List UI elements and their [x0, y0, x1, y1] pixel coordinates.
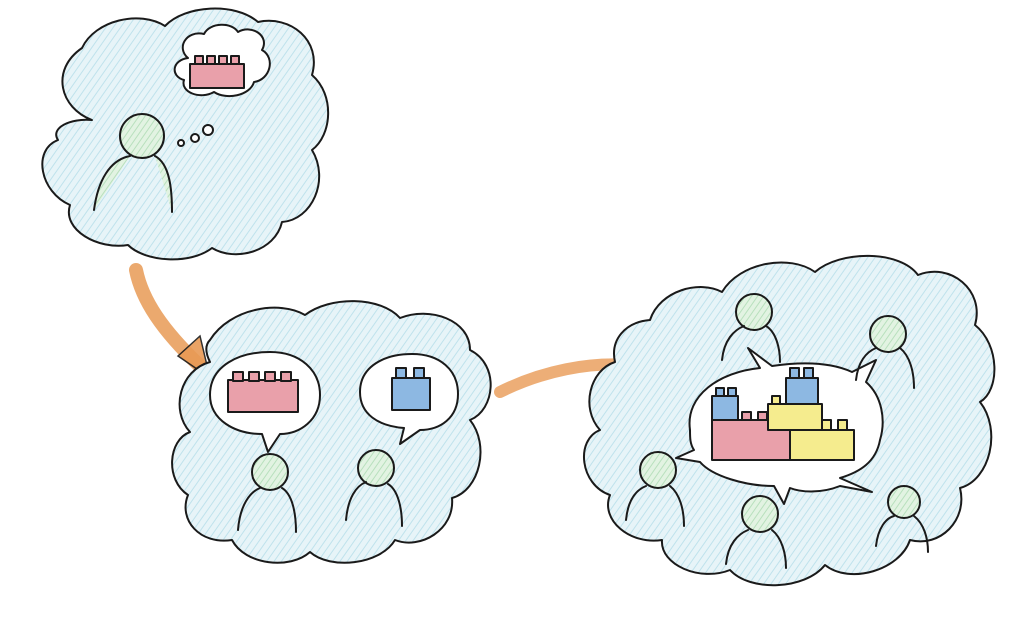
person-icon	[93, 113, 173, 213]
stage-sharing-ideas	[171, 300, 492, 564]
person-icon	[345, 449, 403, 527]
stage-individual-idea	[41, 7, 330, 261]
brick-icon	[711, 367, 855, 461]
person-icon	[855, 315, 915, 389]
brick-icon	[189, 55, 245, 89]
person-icon	[725, 495, 787, 569]
thought-dot	[190, 133, 200, 143]
thought-dot	[177, 139, 185, 147]
person-icon	[875, 485, 929, 553]
brick-icon	[227, 371, 299, 413]
stage-combined-idea	[583, 254, 996, 587]
person-icon	[721, 293, 781, 363]
brick-icon	[391, 367, 431, 411]
person-icon	[625, 451, 685, 527]
person-icon	[237, 453, 297, 533]
cloud-icon	[171, 300, 492, 564]
thought-dot	[202, 124, 214, 136]
